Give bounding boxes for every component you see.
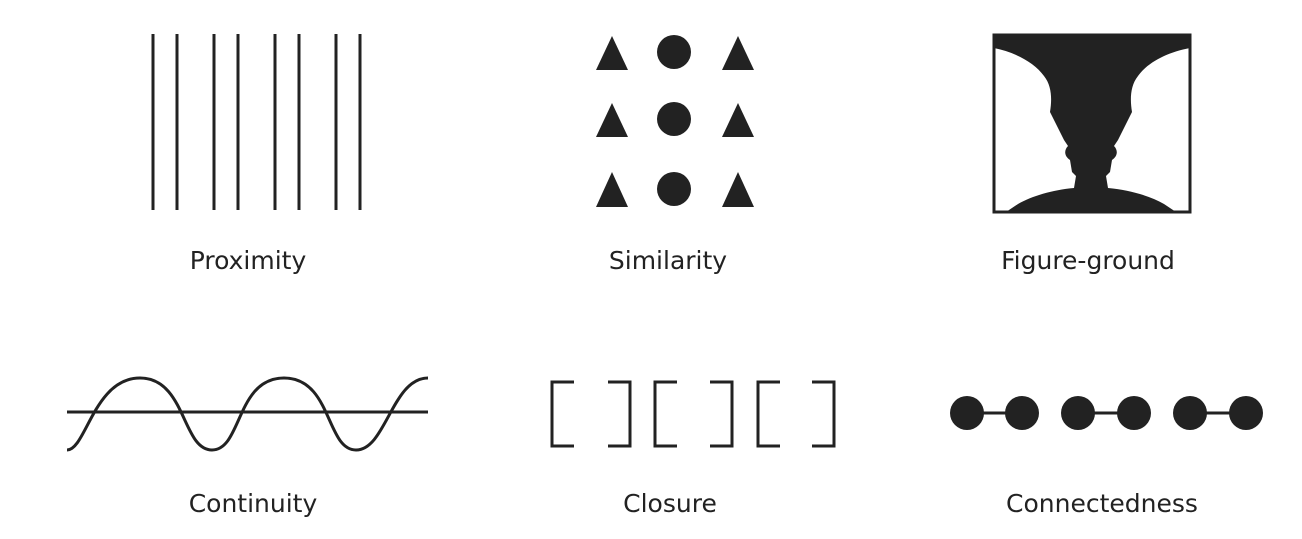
connectedness-label: Connectedness (1006, 489, 1198, 518)
similarity-triangle (596, 103, 628, 137)
similarity-figure (596, 35, 754, 207)
proximity-figure (151, 34, 362, 210)
similarity-circle (657, 172, 691, 206)
proximity-label: Proximity (189, 246, 307, 275)
connectedness-dot (1173, 396, 1207, 430)
closure-figure (550, 380, 836, 448)
similarity-triangle (722, 172, 754, 207)
closure-bracket-open (653, 380, 677, 448)
connectedness-dot (1061, 396, 1095, 430)
figure-ground-label: Figure-ground (1001, 246, 1175, 275)
similarity-triangle (722, 36, 754, 70)
closure-bracket-close (608, 380, 632, 448)
figure-ground-figure (992, 33, 1192, 214)
closure-label: Closure (623, 489, 717, 518)
similarity-triangle (722, 103, 754, 137)
similarity-triangle (596, 36, 628, 70)
connectedness-dot (950, 396, 984, 430)
similarity-circle (657, 102, 691, 136)
closure-bracket-close (812, 380, 836, 448)
closure-bracket-open (756, 380, 780, 448)
connectedness-figure (950, 396, 1263, 430)
connectedness-dot (1117, 396, 1151, 430)
continuity-wave (66, 376, 429, 452)
continuity-label: Continuity (188, 489, 318, 518)
vase-silhouette (994, 35, 1190, 212)
closure-bracket-close (710, 380, 734, 448)
similarity-label: Similarity (608, 246, 728, 275)
connectedness-dot (1005, 396, 1039, 430)
connectedness-dot (1229, 396, 1263, 430)
continuity-figure (66, 376, 429, 452)
closure-bracket-open (550, 380, 574, 448)
similarity-circle (657, 35, 691, 69)
similarity-triangle (596, 172, 628, 207)
